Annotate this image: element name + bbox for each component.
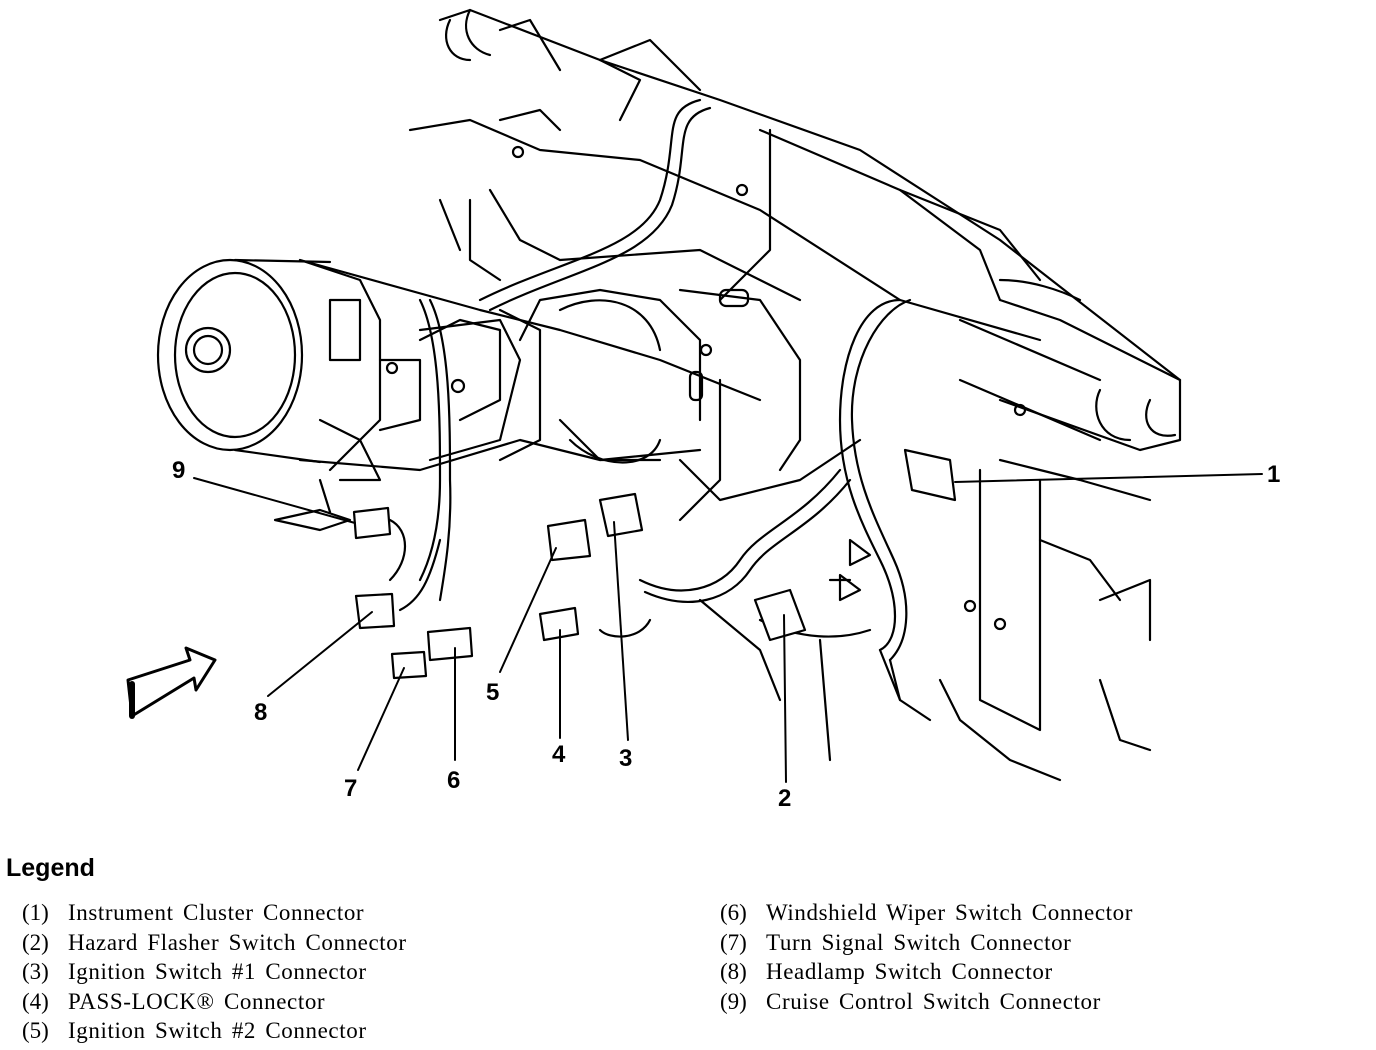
legend-item: (1) Instrument Cluster Connector xyxy=(22,898,407,928)
legend-item: (8) Headlamp Switch Connector xyxy=(720,957,1133,987)
connector-cruise-control xyxy=(352,506,392,540)
connector-ignition-1 xyxy=(598,492,644,538)
callout-5: 5 xyxy=(486,679,499,706)
connector-wiper xyxy=(426,626,474,662)
legend-item-number: (1) xyxy=(22,900,49,925)
view-direction-arrow-icon xyxy=(126,646,217,719)
legend-item-number: (3) xyxy=(22,959,49,984)
leader-line-1 xyxy=(954,473,1263,483)
leader-line-9 xyxy=(193,477,356,524)
legend-item-number: (8) xyxy=(720,959,747,984)
legend-item: (7) Turn Signal Switch Connector xyxy=(720,928,1133,958)
callout-6: 6 xyxy=(447,767,460,794)
legend-right-column: (6) Windshield Wiper Switch Connector (7… xyxy=(720,898,1133,1016)
legend-item-number: (2) xyxy=(22,929,49,955)
legend-left-column: (1) Instrument Cluster Connector (2) Haz… xyxy=(22,898,407,1046)
callout-9: 9 xyxy=(172,457,185,484)
steering-hub xyxy=(156,258,502,482)
callout-7: 7 xyxy=(344,775,357,802)
connectors xyxy=(273,448,957,680)
callout-4: 4 xyxy=(552,741,566,768)
callout-numbers: 1 2 3 4 5 6 7 8 9 xyxy=(172,457,1280,812)
connector-headlamp xyxy=(354,592,396,630)
legend-title: Legend xyxy=(6,854,95,882)
connector-pass-lock xyxy=(538,606,580,642)
legend-item-number: (6) xyxy=(720,900,747,925)
legend-item-label: Instrument Cluster Connector xyxy=(68,900,365,925)
wiring-harness xyxy=(388,98,1082,662)
legend-item: (6) Windshield Wiper Switch Connector xyxy=(720,898,1133,928)
leader-line-5 xyxy=(499,547,557,673)
legend-item: (9) Cruise Control Switch Connector xyxy=(720,987,1133,1017)
legend-item: (2) Hazard Flasher Switch Connector xyxy=(22,928,407,958)
leader-line-8 xyxy=(267,611,373,697)
connector-instrument-cluster xyxy=(903,448,957,502)
legend-item-number: (4) xyxy=(22,988,49,1014)
legend-item-number: (5) xyxy=(22,1018,49,1043)
connector-location-illustration: 1 2 3 4 5 6 7 8 9 xyxy=(126,8,1280,812)
leader-line-2 xyxy=(783,614,787,783)
leader-lines xyxy=(193,473,1263,783)
legend-item-label: Windshield Wiper Switch Connector xyxy=(766,900,1133,925)
legend-item-label: PASS-LOCK® Connector xyxy=(68,988,326,1014)
legend-item-number: (9) xyxy=(720,988,747,1014)
legend-item: (5) Ignition Switch #2 Connector xyxy=(22,1016,407,1046)
legend-item-label: Headlamp Switch Connector xyxy=(766,959,1053,984)
legend-item-label: Turn Signal Switch Connector xyxy=(766,929,1072,955)
legend-item-label: Cruise Control Switch Connector xyxy=(766,988,1101,1014)
instrument-panel-frame xyxy=(408,8,1182,782)
callout-2: 2 xyxy=(778,785,791,812)
connector-ignition-2 xyxy=(546,518,592,562)
callout-3: 3 xyxy=(619,745,632,772)
legend-item: (4) PASS-LOCK® Connector xyxy=(22,987,407,1017)
legend-item: (3) Ignition Switch #1 Connector xyxy=(22,957,407,987)
legend-item-label: Ignition Switch #1 Connector xyxy=(68,959,367,984)
connector-hazard-flasher xyxy=(753,588,807,642)
connector-turn-signal xyxy=(390,650,428,680)
callout-1: 1 xyxy=(1267,461,1280,488)
legend-item-number: (7) xyxy=(720,929,747,955)
legend-item-label: Hazard Flasher Switch Connector xyxy=(68,929,407,955)
leader-line-3 xyxy=(613,521,629,741)
leader-line-7 xyxy=(357,667,405,771)
legend-item-label: Ignition Switch #2 Connector xyxy=(68,1018,367,1043)
upper-duct xyxy=(445,8,1177,442)
callout-8: 8 xyxy=(254,699,267,726)
steering-column xyxy=(298,258,762,472)
